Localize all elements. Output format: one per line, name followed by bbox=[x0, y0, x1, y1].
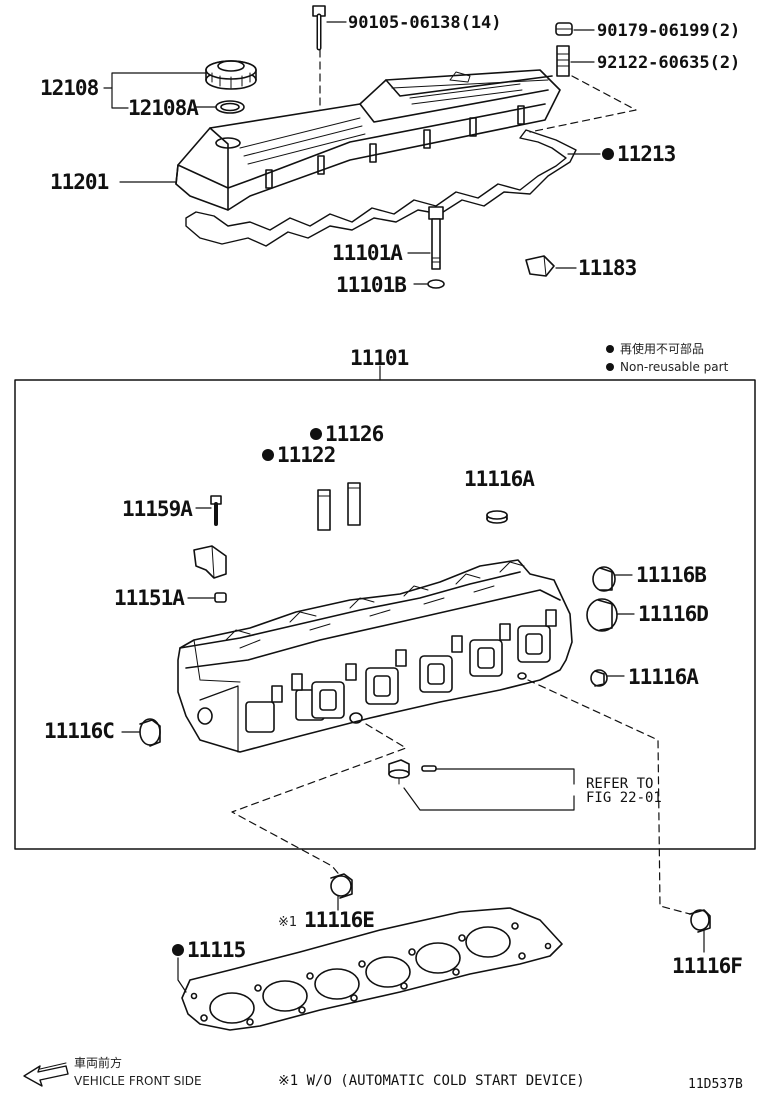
legend-dot-icon-2 bbox=[606, 363, 614, 371]
label-12108A: 12108A bbox=[128, 96, 199, 120]
nut-icon bbox=[555, 22, 573, 36]
label-11151A: 11151A bbox=[114, 586, 185, 610]
label-11201: 11201 bbox=[50, 170, 109, 194]
footnote-text: ※1 W/O (AUTOMATIC COLD START DEVICE) bbox=[278, 1073, 585, 1089]
plug-11116B-icon bbox=[592, 566, 616, 592]
washer-icon bbox=[427, 279, 445, 289]
label-11116A-mid: 11116A bbox=[628, 665, 699, 689]
refer-line2: FIG 22-01 bbox=[586, 790, 662, 806]
plug-11116F-icon bbox=[689, 909, 711, 933]
label-90105: 90105-06138(14) bbox=[348, 13, 502, 33]
label-11116E: 11116E bbox=[304, 908, 375, 932]
label-11126: 11126 bbox=[310, 422, 384, 446]
vehicle-front-arrow-icon bbox=[23, 1062, 69, 1087]
label-11122: 11122 bbox=[262, 443, 336, 467]
non-reusable-dot-icon-3 bbox=[262, 449, 274, 461]
non-reusable-dot-icon-4 bbox=[172, 944, 184, 956]
head-bolt-icon bbox=[428, 206, 444, 270]
front-en: VEHICLE FRONT SIDE bbox=[74, 1074, 202, 1088]
refer-line1: REFER TO bbox=[586, 776, 654, 792]
cylinder-head-icon bbox=[177, 559, 573, 753]
plug-11116A-icon bbox=[590, 669, 608, 687]
label-11116D: 11116D bbox=[638, 602, 709, 626]
label-11213: 11213 bbox=[602, 142, 676, 166]
front-jp: 車両前方 bbox=[74, 1056, 123, 1070]
label-11116B: 11116B bbox=[636, 563, 707, 587]
plug-icon bbox=[486, 510, 508, 524]
head-gasket-icon bbox=[181, 907, 563, 1031]
label-11115: 11115 bbox=[172, 938, 246, 962]
cylinder-head-assy-box bbox=[14, 379, 756, 850]
legend-en-text: Non-reusable part bbox=[620, 360, 729, 374]
non-reusable-dot-icon bbox=[602, 148, 614, 160]
label-11116A-top: 11116A bbox=[464, 467, 535, 491]
label-11115-text: 11115 bbox=[187, 938, 246, 962]
plug-11116D-icon bbox=[586, 598, 618, 632]
cap-gasket-icon bbox=[215, 100, 245, 114]
label-12108: 12108 bbox=[40, 76, 99, 100]
valve-guide-icon-2 bbox=[317, 489, 331, 531]
label-11122-text: 11122 bbox=[277, 443, 336, 467]
plug-11116C-icon bbox=[139, 718, 161, 747]
legend-en: Non-reusable part bbox=[606, 361, 728, 373]
plug-11116E-icon bbox=[330, 873, 353, 899]
label-11159A: 11159A bbox=[122, 497, 193, 521]
label-11213-text: 11213 bbox=[617, 142, 676, 166]
label-90179: 90179-06199(2) bbox=[597, 21, 741, 41]
cylinder-head-cover-icon bbox=[175, 69, 561, 211]
legend-jp: 再使用不可部品 bbox=[606, 343, 704, 355]
valve-guide-icon bbox=[347, 482, 361, 526]
stud-bolt-icon bbox=[556, 45, 570, 77]
bracket-icon bbox=[525, 255, 555, 277]
cover-gasket-icon bbox=[185, 129, 577, 247]
oil-filler-cap-icon bbox=[205, 60, 257, 90]
label-11116F: 11116F bbox=[672, 954, 743, 978]
label-11116C: 11116C bbox=[44, 719, 115, 743]
legend-jp-text: 再使用不可部品 bbox=[620, 342, 705, 356]
diagram-code: 11D537B bbox=[688, 1077, 743, 1092]
drain-plug-icon bbox=[388, 759, 410, 785]
pin-icon bbox=[421, 765, 437, 772]
footnote-mark: ※1 bbox=[278, 915, 298, 930]
small-bolt-icon bbox=[210, 495, 222, 526]
label-11183: 11183 bbox=[578, 256, 637, 280]
label-11101: 11101 bbox=[350, 346, 409, 370]
dowel-icon bbox=[214, 592, 227, 603]
legend-dot-icon bbox=[606, 345, 614, 353]
label-11126-text: 11126 bbox=[325, 422, 384, 446]
label-92122: 92122-60635(2) bbox=[597, 53, 741, 73]
cover-bolt-icon bbox=[312, 5, 326, 51]
non-reusable-dot-icon-2 bbox=[310, 428, 322, 440]
label-11101B: 11101B bbox=[336, 273, 407, 297]
label-11101A: 11101A bbox=[332, 241, 403, 265]
cam-bracket-icon bbox=[193, 545, 227, 579]
